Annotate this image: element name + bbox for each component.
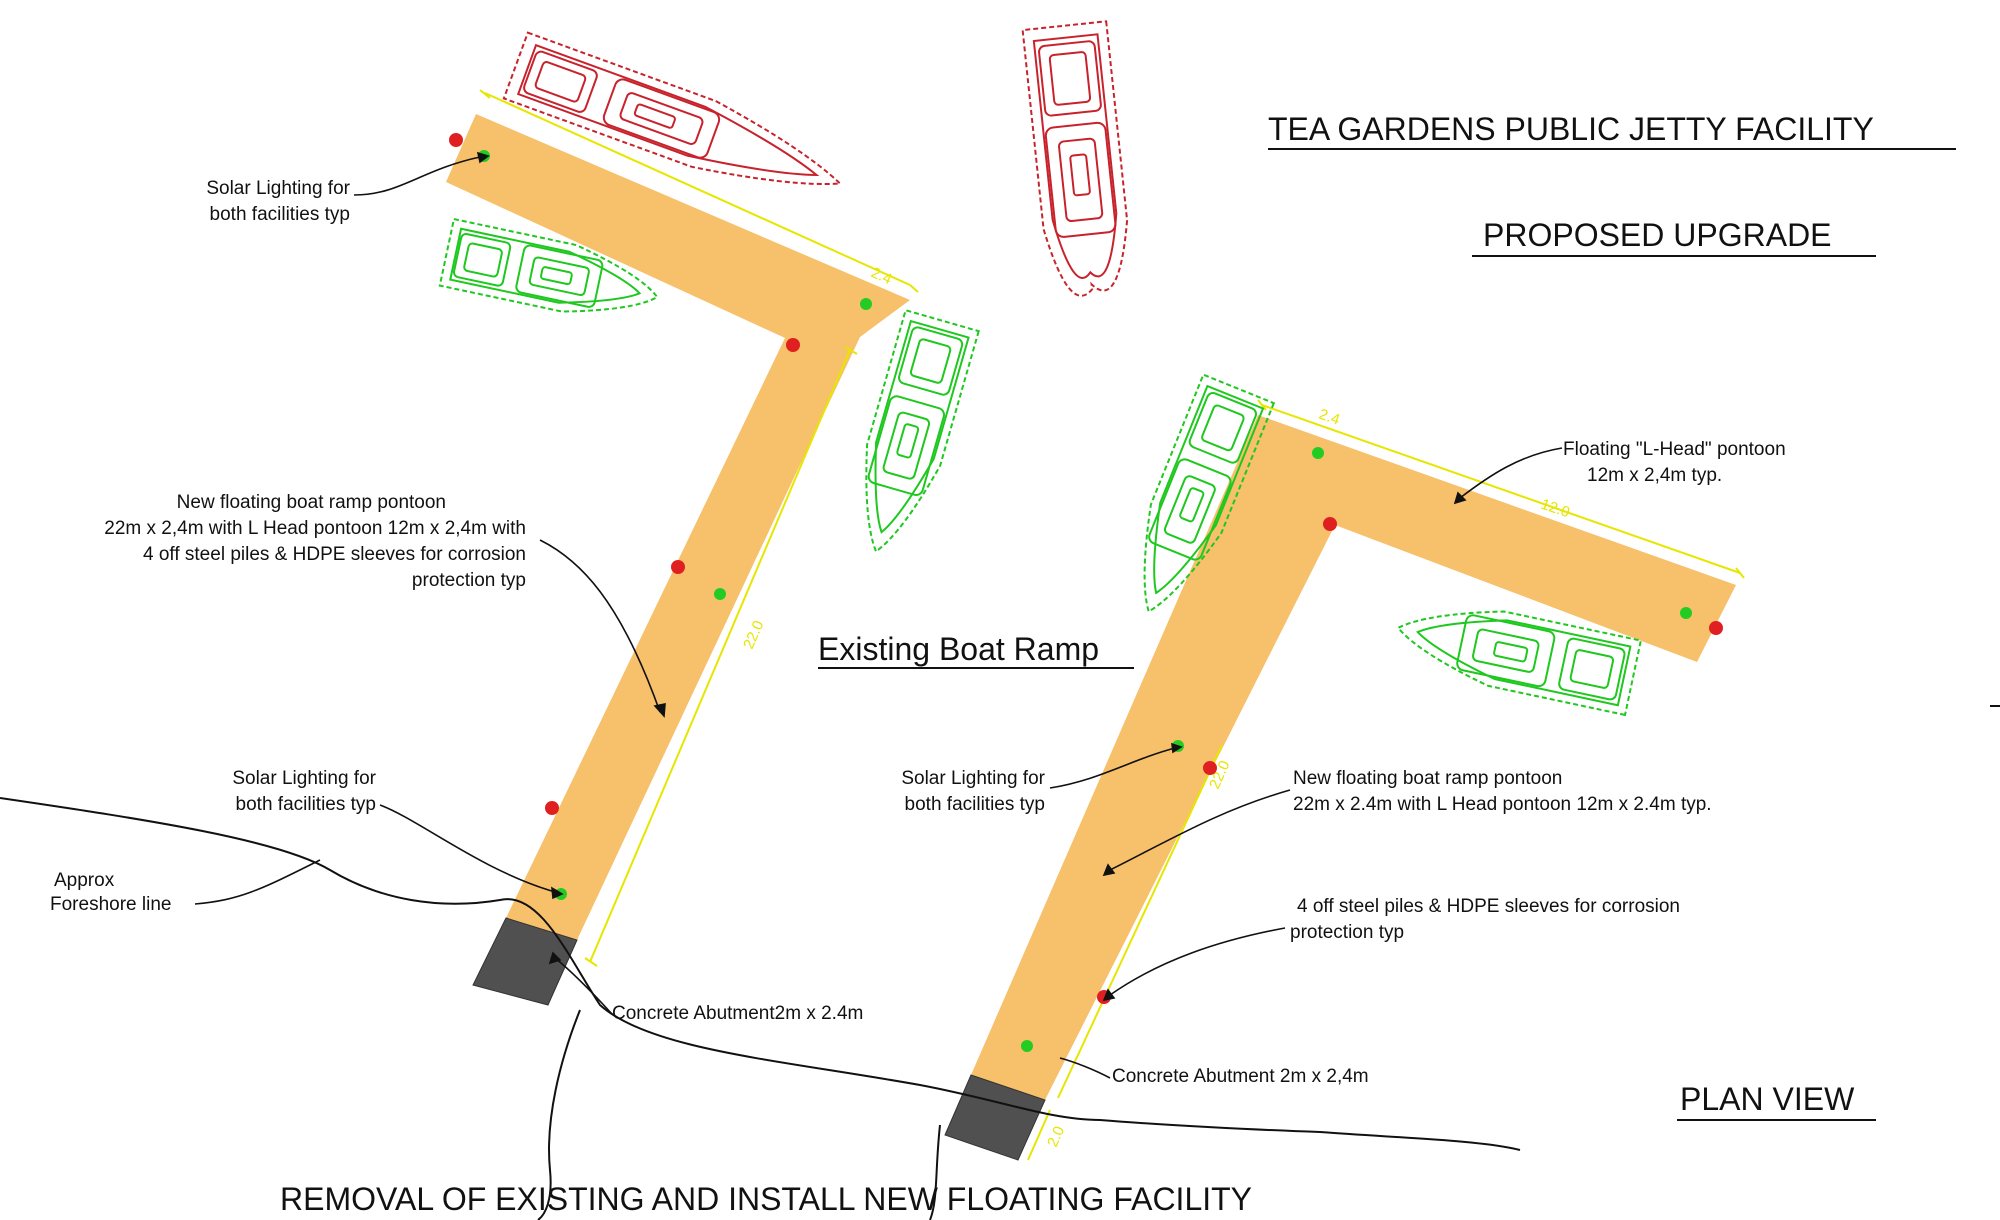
right-pontoon-label-2: 22m x 2.4m with L Head pontoon 12m x 2.4…: [1293, 794, 1712, 815]
left-abutment-label: Concrete Abutment2m x 2.4m: [612, 1003, 863, 1024]
right-dimension-lines: [1027, 399, 1745, 1161]
pile-marker: [1323, 517, 1337, 531]
bottom-title: REMOVAL OF EXISTING AND INSTALL NEW FLOA…: [280, 1181, 1252, 1217]
boat-red-left: [502, 31, 843, 186]
light-marker: [1312, 447, 1324, 459]
light-marker: [1680, 607, 1692, 619]
boat-green-middle: [865, 308, 980, 553]
left-pontoon-label-3: 4 off steel piles & HDPE sleeves for cor…: [143, 544, 526, 565]
sub-title: PROPOSED UPGRADE: [1483, 217, 1832, 253]
right-abutment-label: Concrete Abutment 2m x 2,4m: [1112, 1066, 1369, 1087]
pile-marker: [1203, 761, 1217, 775]
left-solar-bottom-label-1: Solar Lighting for: [232, 768, 376, 789]
main-title: TEA GARDENS PUBLIC JETTY FACILITY: [1268, 111, 1874, 147]
pile-marker: [1709, 621, 1723, 635]
shoreline-lines: [0, 705, 2000, 1220]
left-pontoon-label-2: 22m x 2,4m with L Head pontoon 12m x 2,4…: [104, 518, 526, 539]
right-piles-label-2: protection typ: [1290, 922, 1404, 943]
foreshore-label-1: Approx: [54, 870, 115, 891]
left-solar-top-label-2: both facilities typ: [210, 204, 350, 225]
right-pontoon: [971, 415, 1736, 1100]
foreshore-label-2: Foreshore line: [50, 894, 171, 915]
left-solar-top-label-1: Solar Lighting for: [206, 178, 350, 199]
right-pontoon-label-1: New floating boat ramp pontoon: [1293, 768, 1562, 789]
left-pontoon-label-1: New floating boat ramp pontoon: [177, 492, 446, 513]
pile-marker: [671, 560, 685, 574]
boat-green-left: [438, 217, 659, 313]
right-piles-label-1: 4 off steel piles & HDPE sleeves for cor…: [1297, 896, 1680, 917]
left-solar-bottom-label-2: both facilities typ: [236, 794, 376, 815]
right-solar-label-1: Solar Lighting for: [901, 768, 1045, 789]
left-pontoon: [446, 114, 910, 940]
pile-marker: [449, 133, 463, 147]
right-piles: [1097, 517, 1723, 1004]
plan-view-label: PLAN VIEW: [1680, 1081, 1855, 1117]
left-pontoon-label-4: protection typ: [412, 570, 526, 591]
existing-boat-ramp-label: Existing Boat Ramp: [818, 631, 1099, 667]
left-piles: [449, 133, 800, 815]
boat-red-center: [1021, 20, 1129, 297]
light-marker: [714, 588, 726, 600]
light-marker: [860, 298, 872, 310]
leader-lines: [194, 151, 1563, 1079]
right-width-dimension: 2.4: [1317, 406, 1342, 429]
pile-marker: [786, 338, 800, 352]
right-abutment-dimension: 2.0: [1044, 1124, 1068, 1150]
left-length-dimension: 22.0: [740, 618, 767, 652]
light-marker: [1021, 1040, 1033, 1052]
pile-marker: [545, 801, 559, 815]
right-lhead-label-2: 12m x 2,4m typ.: [1587, 465, 1722, 486]
right-lhead-label-1: Floating "L-Head" pontoon: [1563, 439, 1786, 460]
boat-green-right-upper: [1143, 373, 1276, 613]
boat-green-right-lower: [1396, 610, 1643, 717]
left-dimension-lines: [479, 89, 919, 967]
right-solar-label-2: both facilities typ: [905, 794, 1045, 815]
